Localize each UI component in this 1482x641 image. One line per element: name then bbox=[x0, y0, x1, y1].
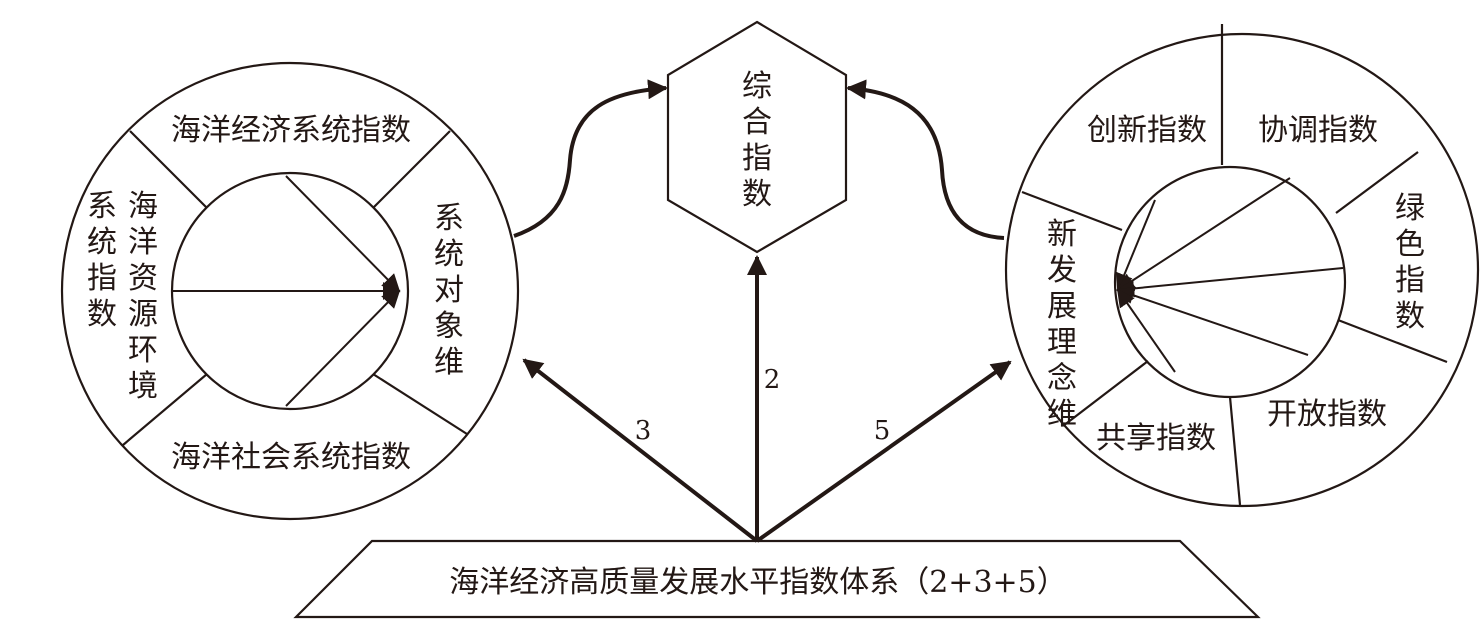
arrow-label-middle: 2 bbox=[764, 365, 781, 395]
vertical-char: 综 bbox=[742, 69, 772, 104]
left-wheel: 海洋经济系统指数 海洋社会系统指数 系统指数 海洋资源环境 系统对象维 bbox=[60, 61, 520, 521]
vertical-char: 系 bbox=[434, 201, 464, 236]
innovation-index: 创新指数 bbox=[1087, 113, 1207, 148]
vertical-char: 对 bbox=[434, 273, 464, 308]
arrow-label-right: 5 bbox=[874, 416, 891, 446]
vertical-char: 数 bbox=[1395, 299, 1425, 334]
coordination-index: 协调指数 bbox=[1258, 113, 1378, 148]
marine-resource-environment-vertical: 海洋资源环境 bbox=[128, 189, 158, 404]
right-inner-arrow-4 bbox=[1116, 286, 1309, 356]
vertical-char: 系 bbox=[87, 189, 117, 224]
sharing-index: 共享指数 bbox=[1096, 421, 1216, 456]
vertical-char: 海 bbox=[128, 189, 158, 224]
right-inner-arrow-5 bbox=[1116, 288, 1176, 373]
vertical-char: 资 bbox=[128, 261, 158, 296]
arrow-label-left: 3 bbox=[635, 416, 652, 446]
vertical-char: 绿 bbox=[1395, 191, 1425, 226]
left-inner-arrow-bottom bbox=[285, 289, 401, 407]
vertical-char: 新 bbox=[1047, 217, 1077, 252]
green-index-vertical: 绿色指数 bbox=[1395, 191, 1425, 334]
vertical-char: 境 bbox=[128, 369, 158, 404]
base-panel: 海洋经济高质量发展水平指数体系（2+3+5） bbox=[293, 539, 1261, 619]
vertical-char: 维 bbox=[434, 345, 464, 380]
composite-index-label: 综合指数 bbox=[742, 69, 772, 212]
vertical-char: 色 bbox=[1395, 227, 1425, 262]
vertical-char: 统 bbox=[87, 225, 117, 260]
vertical-char: 展 bbox=[1047, 289, 1077, 324]
arrow-to-left-wheel bbox=[522, 358, 759, 543]
system-object-dimension: 系统对象维 bbox=[434, 201, 464, 380]
vertical-char: 环 bbox=[128, 333, 158, 368]
new-development-concept-dimension: 新发展理念维 bbox=[1047, 217, 1077, 432]
right-inner-arrow-3 bbox=[1116, 267, 1344, 298]
vertical-char: 指 bbox=[742, 141, 772, 176]
vertical-char: 数 bbox=[87, 297, 117, 332]
vertical-char: 指 bbox=[1395, 263, 1425, 298]
base-arrows: 3 2 5 bbox=[522, 255, 1012, 543]
left-inner-arrow-top bbox=[285, 175, 401, 293]
vertical-char: 象 bbox=[434, 309, 464, 344]
vertical-char: 统 bbox=[434, 237, 464, 272]
curve-left-to-hexagon bbox=[513, 79, 668, 238]
right-wheel: 创新指数 协调指数 绿色指数 开放指数 共享指数 新发展理念维 bbox=[1004, 24, 1480, 508]
vertical-char: 洋 bbox=[128, 225, 158, 260]
openness-index: 开放指数 bbox=[1267, 397, 1387, 432]
right-inner-arrow-2 bbox=[1116, 177, 1291, 291]
vertical-char: 理 bbox=[1047, 325, 1077, 360]
system-index-vertical: 系统指数 bbox=[87, 189, 117, 332]
marine-economy-index: 海洋经济系统指数 bbox=[171, 113, 411, 148]
vertical-char: 数 bbox=[742, 177, 772, 212]
vertical-char: 指 bbox=[87, 261, 117, 296]
curve-right-to-hexagon bbox=[846, 79, 1005, 240]
vertical-char: 合 bbox=[742, 105, 772, 140]
vertical-char: 维 bbox=[1047, 397, 1077, 432]
vertical-char: 念 bbox=[1047, 361, 1077, 396]
marine-society-index: 海洋社会系统指数 bbox=[171, 440, 411, 475]
vertical-char: 发 bbox=[1047, 253, 1077, 288]
composite-index-hexagon: 综合指数 bbox=[666, 20, 848, 254]
base-title: 海洋经济高质量发展水平指数体系（2+3+5） bbox=[449, 565, 1067, 600]
arrow-to-right-wheel bbox=[755, 360, 1012, 543]
vertical-char: 源 bbox=[128, 297, 158, 332]
